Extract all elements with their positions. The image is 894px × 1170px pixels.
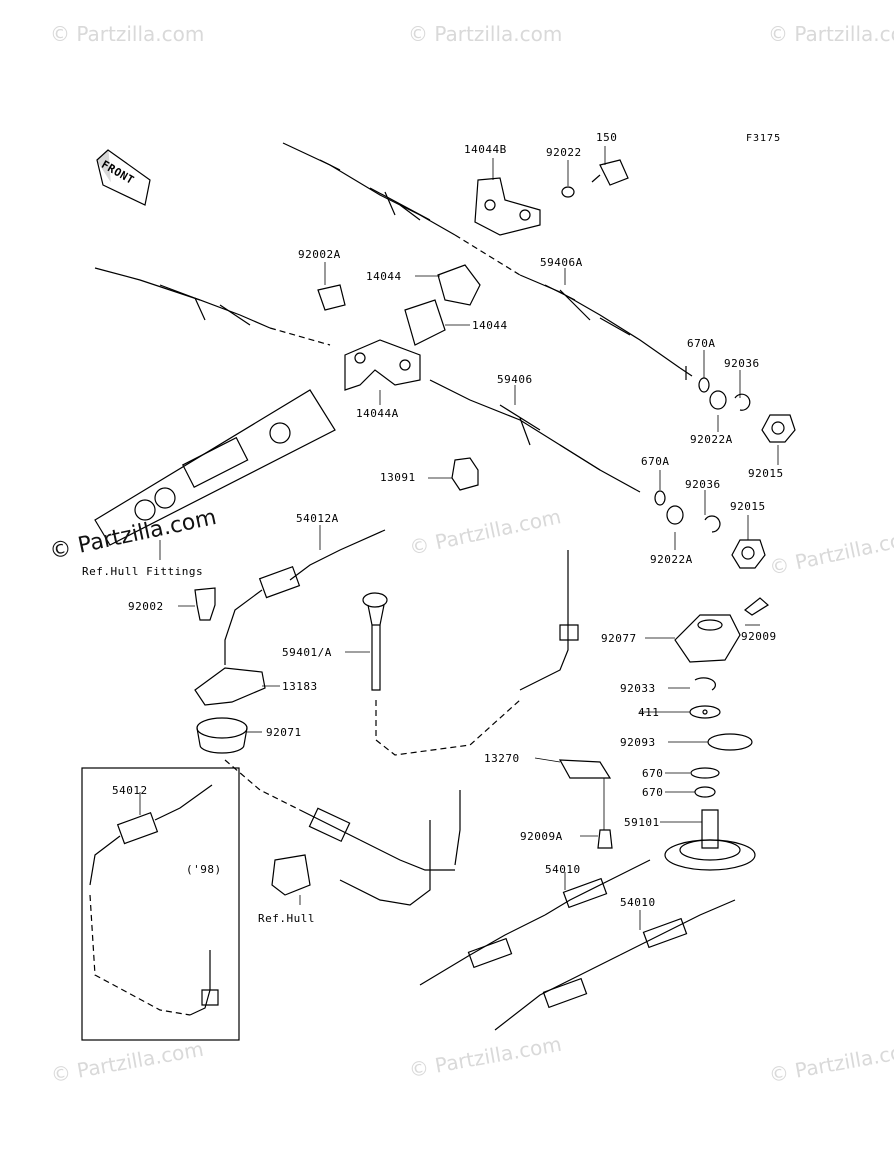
plate-92093 [707,733,753,751]
rubber-ref-hull [271,854,311,896]
clip-92033 [694,677,716,691]
watermark-1: © Partzilla.com [50,22,205,46]
label-13091: 13091 [380,471,416,484]
cable-59406 [94,267,641,493]
nut-92015-upper [761,414,796,443]
label-92015-upper: 92015 [748,467,784,480]
bolt-92009a [597,829,613,849]
cable-54012 [89,784,219,1016]
label-59101: 59101 [624,816,660,829]
oring-670-upper [690,767,720,779]
label-92036-lower: 92036 [685,478,721,491]
grommet-92071 [196,717,248,754]
washer-92022 [561,186,575,198]
label-92036-upper: 92036 [724,357,760,370]
cable-center [299,790,461,906]
label-year-98: ('98) [186,863,222,876]
label-54010-upper: 54010 [545,863,581,876]
rubber-13091 [451,457,479,491]
clamp-14044-upper [437,264,481,306]
bracket-14044a [344,339,421,391]
label-13183: 13183 [282,680,318,693]
label-670a-lower: 670A [641,455,670,468]
clip-92036-lower [704,515,721,533]
bolt-150 [591,159,629,186]
label-ref-hull-fittings: Ref.Hull Fittings [82,565,204,578]
label-92033: 92033 [620,682,656,695]
washer-92022a-upper [709,390,727,410]
leader-lines [139,146,779,930]
cable-54010-a [419,859,651,986]
front-arrow-icon [96,148,151,206]
label-54012: 54012 [112,784,148,797]
label-670a-upper: 670A [687,337,716,350]
label-92022a-lower: 92022A [650,553,693,566]
oring-670-lower [694,786,716,798]
label-150: 150 [596,131,618,144]
figure-code: F3175 [746,133,782,144]
oring-670a-upper [698,377,710,393]
oring-670a-lower [654,490,666,506]
label-92022a-upper: 92022A [690,433,733,446]
label-13270: 13270 [484,752,520,765]
label-92015-lower: 92015 [730,500,766,513]
cable-59401a [362,550,579,756]
label-92009: 92009 [741,630,777,643]
pulley-59101 [664,809,756,871]
label-670-upper: 670 [642,767,664,780]
nut-92015-lower [731,539,766,569]
clamp-14044-lower [404,299,446,346]
label-14044-upper: 14044 [366,270,402,283]
label-411: 411 [638,706,660,719]
clip-92036-upper [734,393,751,411]
washer-92022a-lower [666,505,684,525]
label-14044-lower: 14044 [472,319,508,332]
watermark-3: © Partzilla.com [768,22,894,46]
hull-fittings-plate [94,389,336,546]
label-92002: 92002 [128,600,164,613]
label-92009a: 92009A [520,830,563,843]
plate-13183 [194,667,266,706]
label-ref-hull: Ref.Hull [258,912,315,925]
screw-92009 [744,597,770,616]
washer-411 [689,705,721,719]
bolt-92002 [194,587,216,621]
knob-92077 [674,614,741,663]
cable-59406a [282,142,693,380]
label-92002a: 92002A [298,248,341,261]
watermark-2: © Partzilla.com [408,22,563,46]
label-92071: 92071 [266,726,302,739]
label-14044a: 14044A [356,407,399,420]
label-92022: 92022 [546,146,582,159]
label-54010-lower: 54010 [620,896,656,909]
inset-98-box [81,767,240,1041]
label-14044b: 14044B [464,143,507,156]
cable-54012a [224,529,386,665]
label-670-lower: 670 [642,786,664,799]
bracket-13270 [558,759,612,779]
label-59401a: 59401/A [282,646,332,659]
bolt-92002a [317,284,346,311]
label-92077: 92077 [601,632,637,645]
label-59406: 59406 [497,373,533,386]
cable-54010-b [494,899,736,1031]
label-54012a: 54012A [296,512,339,525]
label-92093: 92093 [620,736,656,749]
bracket-14044b [474,177,541,236]
label-59406a: 59406A [540,256,583,269]
